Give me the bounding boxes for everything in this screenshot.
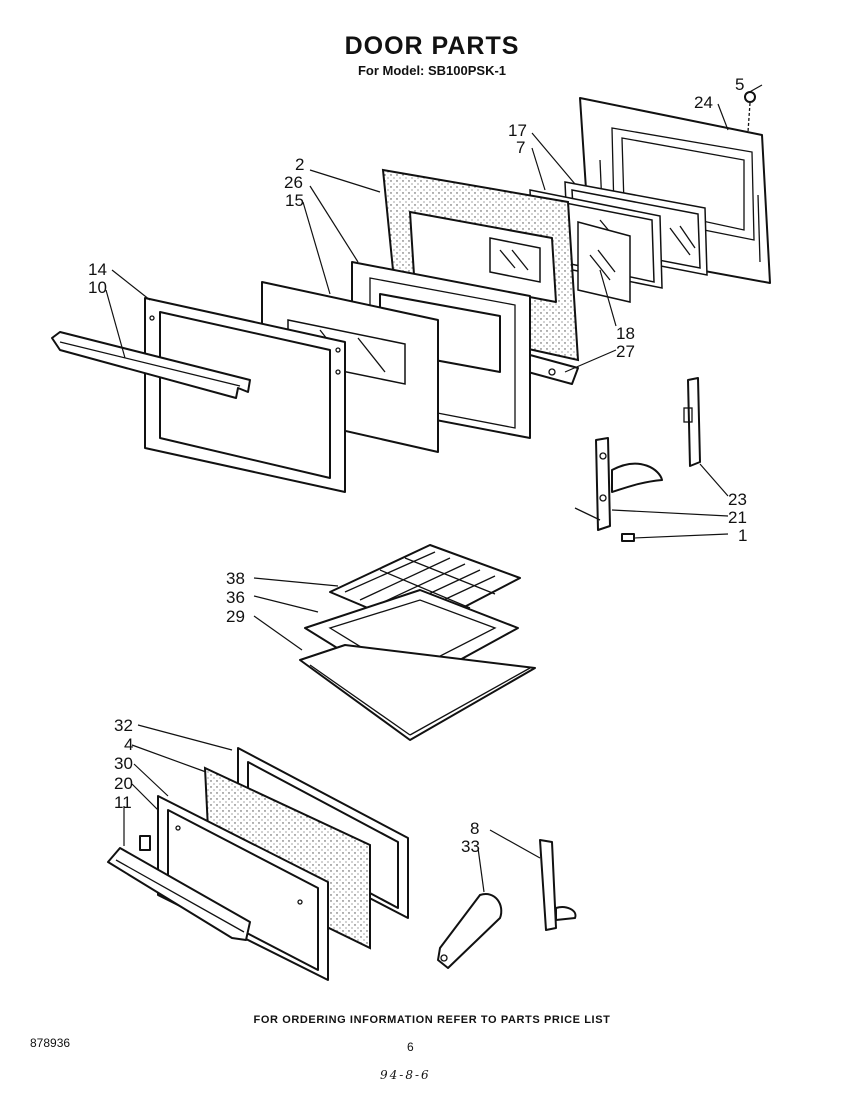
callout-33: 33 xyxy=(461,837,480,856)
handwritten-date: 94-8-6 xyxy=(380,1068,431,1082)
leader-lines xyxy=(105,84,763,893)
callout-8: 8 xyxy=(470,819,479,838)
lever-33 xyxy=(437,893,503,969)
callout-27: 27 xyxy=(616,342,635,361)
callout-24: 24 xyxy=(694,93,713,112)
clip-11 xyxy=(139,835,151,851)
callout-11: 11 xyxy=(114,793,132,812)
screw-5 xyxy=(744,91,756,133)
callout-29: 29 xyxy=(226,607,245,626)
callout-10: 10 xyxy=(88,278,107,297)
callout-5: 5 xyxy=(735,75,744,94)
bracket-8 xyxy=(539,839,577,931)
ordering-note: FOR ORDERING INFORMATION REFER TO PARTS … xyxy=(253,1014,611,1026)
model-subtitle: For Model: SB100PSK-1 xyxy=(357,63,507,78)
callout-36: 36 xyxy=(226,588,245,607)
outer-door-frame-14 xyxy=(144,297,346,493)
callout-17: 17 xyxy=(508,121,527,140)
callout-38: 38 xyxy=(226,569,245,588)
callout-1: 1 xyxy=(738,526,747,545)
door-handle-10 xyxy=(51,331,251,399)
callout-14: 14 xyxy=(88,260,107,279)
inner-glass-18 xyxy=(577,221,631,303)
hinge-21 xyxy=(595,437,663,531)
callout-26: 26 xyxy=(284,173,303,192)
callout-30: 30 xyxy=(114,754,133,773)
page-number: 6 xyxy=(407,1040,414,1054)
callout-4: 4 xyxy=(124,735,133,754)
callout-2: 2 xyxy=(295,155,304,174)
callout-20: 20 xyxy=(114,774,133,793)
broiler-rack-29 xyxy=(299,644,536,741)
drawer-panel-30 xyxy=(157,795,329,981)
callout-7: 7 xyxy=(516,138,525,157)
page-title: DOOR PARTS xyxy=(344,32,520,60)
callout-32: 32 xyxy=(114,716,133,735)
drawer-handle-20 xyxy=(107,847,251,941)
hinge-23 xyxy=(683,377,701,467)
callout-23: 23 xyxy=(728,490,747,509)
callout-18: 18 xyxy=(616,324,635,343)
callout-21: 21 xyxy=(728,508,747,527)
document-number: 878936 xyxy=(30,1036,71,1050)
callout-15: 15 xyxy=(285,191,304,210)
